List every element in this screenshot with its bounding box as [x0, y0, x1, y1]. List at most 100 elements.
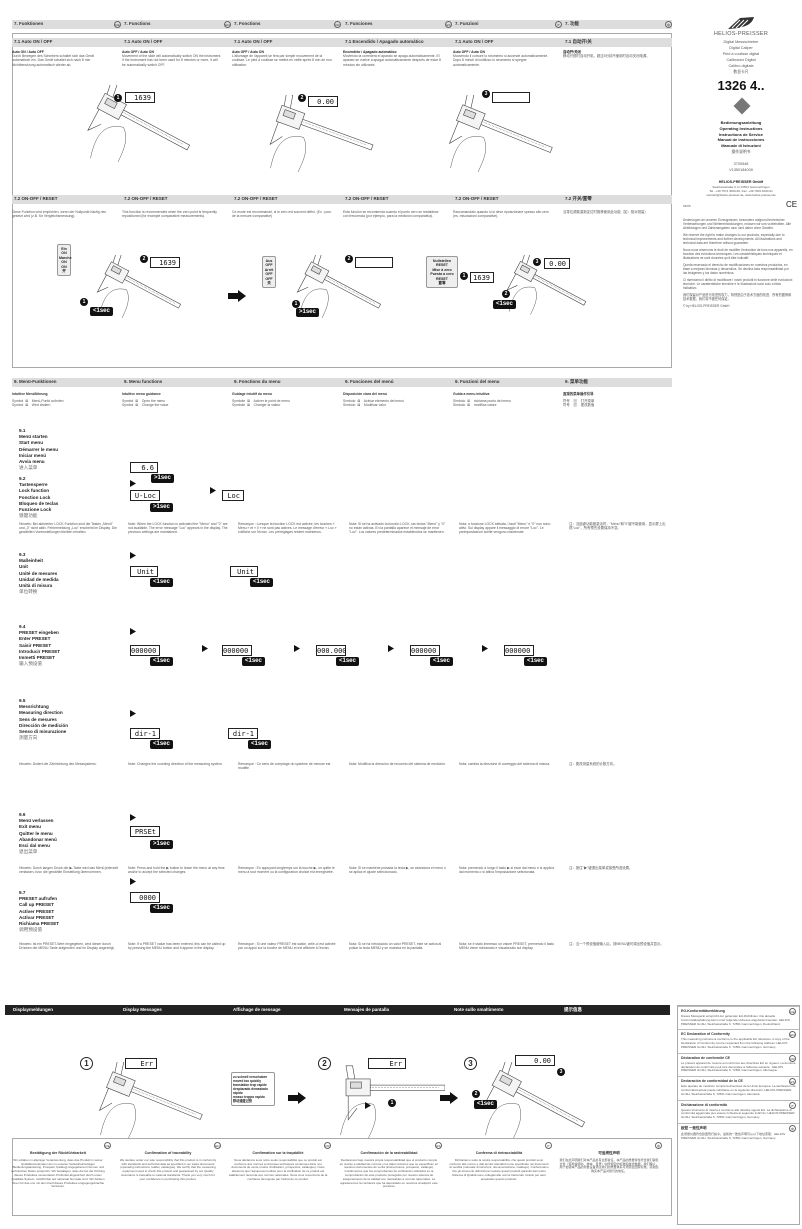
ec-text: Este aparato de medición cumple la direc…: [681, 1084, 796, 1096]
disclaimer-text: We reserve the right to make changes to …: [683, 233, 785, 245]
product-name: Pied à coulisse digital: [722, 52, 760, 56]
language-badge: FR: [324, 1142, 331, 1149]
menu-item-name: Abandonar menú: [19, 836, 57, 842]
step-number-badge: 2: [140, 255, 148, 263]
menu-item-name: Measuring direction: [19, 710, 63, 716]
on-off-reset-text: This function is recommended when the ze…: [122, 210, 217, 219]
lcd-display: 000000: [130, 645, 160, 656]
disclaimer-text: Änderungen an unseren Erzeugnissen, beso…: [683, 218, 792, 230]
display-header-1: Display Messages: [123, 1007, 162, 1012]
triangle-right-icon: [388, 645, 394, 652]
arrow-right-icon: [288, 1092, 306, 1104]
caliper-illustration: [87, 85, 191, 162]
button-label-box: Nullstellen RESET Mise à zero Puesta a c…: [426, 256, 458, 289]
lcd-display: 1639: [125, 92, 155, 103]
triangle-right-icon: [130, 814, 136, 821]
company-address: Tel.: +49 7574 4000-60, Fax: +49 7003 40…: [709, 189, 773, 193]
section-header-3: 7.1 Encendido / Apagado automático: [345, 39, 424, 44]
traceability-confirmation: 可追溯性声明我们在此声明我们对本产品负有全部责任，本产品的质量特性符合我们销售文…: [559, 1151, 659, 1174]
language-badge: EN: [214, 1142, 221, 1149]
body-text: Moviendo la corredera el aparato se apag…: [343, 54, 441, 67]
press-duration-badge: <1sec: [493, 300, 516, 309]
menu-note: Remarque : Lorsque la fonction LOCK est …: [238, 522, 337, 535]
lcd-display: 0000: [130, 892, 160, 903]
lcd-display: Loc: [222, 490, 244, 501]
step-number-badge: 3: [533, 258, 541, 266]
menu-item-name: Esci dal menu: [19, 843, 50, 849]
caliper-illustration: [482, 1062, 586, 1139]
triangle-right-icon: [130, 480, 136, 487]
lcd-display: 0.00: [515, 1055, 555, 1066]
company-address: verkrieb@helios-preisser.de, www.helios-…: [706, 193, 776, 197]
menu-item-name: Fonction Lock: [19, 494, 51, 500]
menu-note: 注：当锁键功能被激活时，"Menu"和"0"键不能使用，显示屏上出现"Loc"，…: [569, 522, 666, 531]
menu-item-number: 9.4: [19, 624, 26, 629]
step-circle: 3: [464, 1057, 477, 1070]
confirmation-title: 可追溯性声明: [598, 1151, 620, 1155]
triangle-right-icon: [365, 1102, 371, 1109]
menu-note: Note: When the LOCK function is activate…: [128, 522, 228, 535]
menu-item-name-cn: 退出菜单: [19, 849, 38, 855]
section-header-1: 7. Functions: [124, 21, 151, 26]
product-name: Digital Messschieber: [723, 40, 759, 44]
language-badge: 中: [789, 1124, 796, 1132]
symbol-line: Simbolo ⊠ modifica valore: [453, 403, 497, 407]
section-header-4: 7. Funzioni: [455, 21, 479, 26]
menu-item-name: Immetti PRESET: [19, 655, 55, 661]
lcd-display: 000000: [222, 645, 252, 656]
press-duration-badge: <1sec: [474, 1100, 497, 1109]
menu-item-name: Bloqueo de teclas: [19, 500, 59, 506]
menu-item-name: Sens de mesures: [19, 716, 57, 722]
triangle-right-icon: [130, 878, 136, 885]
menu-item-name-cn: 进入菜单: [19, 465, 38, 471]
section-header-4: 7.2 ON-OFF / RESET: [455, 196, 499, 201]
language-badge: FR: [334, 21, 341, 28]
menu-item-number: 9.2: [19, 476, 26, 481]
menu-item-name: Dirección de medición: [19, 722, 69, 728]
display-header-2: Affichage de message: [233, 1007, 281, 1012]
confirmation-title: Confirmación de la rastreabilidad: [360, 1151, 418, 1155]
manual-title: Operating Instructions: [719, 125, 763, 131]
section-header-4: 7.1 Auto ON / OFF: [455, 39, 494, 44]
menu-item-name: Lock function: [19, 488, 50, 494]
press-duration-badge: <1sec: [336, 657, 359, 666]
caliper-illustration: [296, 255, 381, 318]
confirmation-title: Confirmation of traceability: [144, 1151, 192, 1155]
menu-note: 注：当一个预设值被输入后，按MENU键可调出预设值并显示。: [569, 942, 664, 946]
menu-item-name-cn: 单位转换: [19, 589, 38, 595]
confirmation-text: 我们在此声明我们对本产品负有全部责任，本产品的质量特性符合我们销售文件（使用说明…: [559, 1157, 659, 1174]
lcd-display: 000000: [410, 645, 440, 656]
symbol-line: Símbolo ⊠ Activar elemento del menú: [343, 399, 404, 403]
on-off-reset-text: Ce mode est recommandé, si le zéro est s…: [232, 210, 332, 219]
step-number-badge: 1: [388, 1099, 396, 1107]
menu-item-name: Iniciar menú: [19, 452, 47, 458]
display-header-5: 提示信息: [564, 1007, 582, 1012]
section-header-5: 7.1 自动开/关: [565, 39, 592, 44]
menu-item-name: Enter PRESET: [19, 636, 51, 642]
lcd-display: dir-1: [228, 728, 258, 739]
symbol-line: Símbolo ⊠ Modificar valor: [343, 403, 386, 407]
press-duration-badge: <1sec: [430, 657, 453, 666]
menu-item-name-cn: 调用预设值: [19, 927, 42, 933]
press-duration-badge: >1sec: [150, 503, 173, 512]
subtitle: Auto OFF / Auto ON: [453, 50, 485, 54]
press-duration-badge: <1sec: [150, 740, 173, 749]
language-badge: IT: [789, 1101, 796, 1109]
lcd-display: Err: [368, 1058, 406, 1069]
section-header-0: 9. Menü-Funktionen: [14, 379, 57, 384]
subtitle: Encendido / Apagado automático: [343, 50, 397, 54]
press-duration-badge: <1sec: [150, 904, 173, 913]
press-duration-badge: >1sec: [150, 840, 173, 849]
press-duration-badge: <1sec: [90, 307, 113, 316]
